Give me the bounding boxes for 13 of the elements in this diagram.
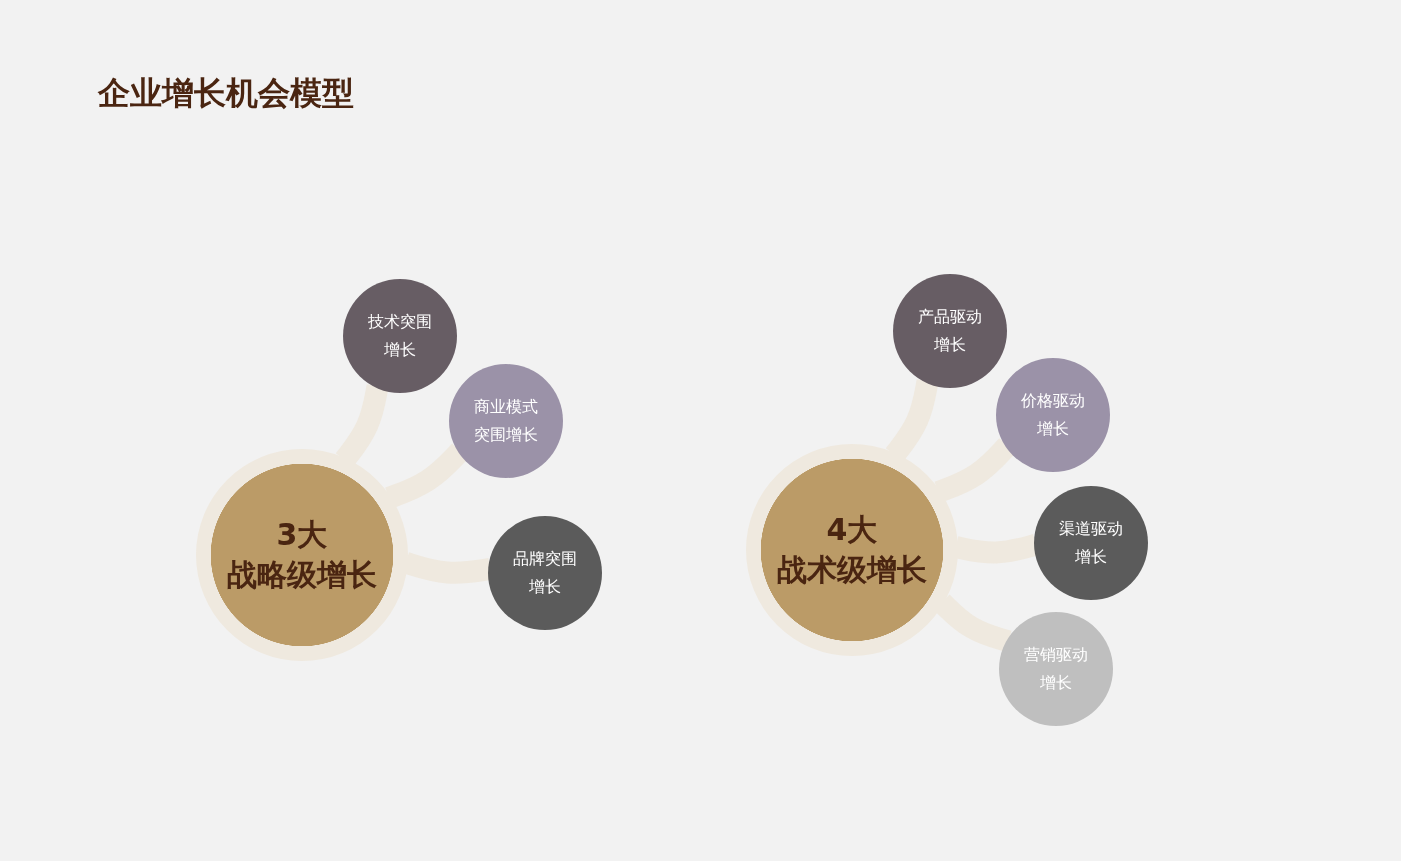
circle-label: 技术突围增长 (367, 311, 433, 361)
circle-label: 价格驱动增长 (1020, 390, 1086, 440)
circle-label: 商业模式突围增长 (473, 396, 539, 446)
circle-label: 战术级增长 (777, 551, 927, 589)
circle-heading: 4大 (826, 511, 878, 549)
circle-label: 营销驱动增长 (1023, 644, 1089, 694)
diagram-title: 企业增长机会模型 (98, 73, 354, 114)
circle-label: 渠道驱动增长 (1058, 518, 1124, 568)
connector-band (384, 443, 468, 509)
circle-label: 产品驱动增长 (917, 306, 983, 356)
circle-heading: 3大 (276, 516, 328, 554)
circle-label: 品牌突围增长 (512, 548, 578, 598)
circle-label: 战略级增长 (227, 556, 377, 594)
